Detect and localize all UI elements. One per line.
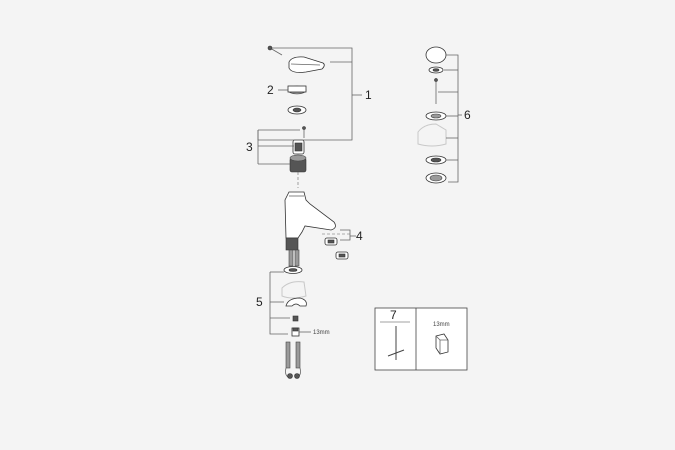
mounting-set bbox=[269, 266, 311, 337]
countertop-ghost bbox=[281, 281, 307, 299]
base-seal-hole bbox=[288, 268, 298, 272]
callout-3-bracket bbox=[257, 129, 300, 165]
cartridge-core bbox=[294, 142, 303, 152]
set-screw bbox=[269, 47, 283, 56]
supply-hoses bbox=[285, 341, 301, 379]
supply-hose-left bbox=[285, 341, 291, 369]
callout-4-label: 4 bbox=[356, 229, 363, 243]
waste-pin-top bbox=[434, 78, 438, 82]
hex-nut-top bbox=[292, 327, 299, 332]
callout-2-label: 2 bbox=[267, 83, 274, 97]
hose-end-left bbox=[287, 373, 293, 379]
supply-hose-right bbox=[295, 341, 301, 369]
hose-nut-dimension: 13mm bbox=[313, 330, 330, 336]
waste-gasket-core bbox=[430, 157, 442, 163]
aerator-insert bbox=[327, 239, 335, 244]
hose-end-right bbox=[294, 373, 300, 379]
threaded-rod-left bbox=[288, 249, 294, 267]
waste-plug-cap bbox=[425, 46, 447, 64]
faucet-base bbox=[285, 237, 299, 251]
set-screw-head bbox=[267, 45, 273, 51]
faucet-body bbox=[284, 191, 336, 267]
aerator-cap-core bbox=[338, 253, 346, 258]
callout-7-label: 7 bbox=[390, 308, 397, 322]
tool-box bbox=[374, 307, 468, 371]
wrench-handle bbox=[387, 349, 405, 357]
callout-5-label: 5 bbox=[256, 295, 263, 309]
callout-1-label: 1 bbox=[365, 88, 372, 102]
callout-3-label: 3 bbox=[246, 140, 253, 154]
tool-dimension: 13mm bbox=[433, 322, 450, 328]
callout-6-label: 6 bbox=[464, 108, 471, 122]
basin-ghost bbox=[417, 123, 447, 147]
waste-seal-core bbox=[432, 68, 440, 72]
handle-cap-body bbox=[287, 85, 307, 93]
small-screw-head bbox=[302, 126, 306, 130]
waste-flange-core bbox=[430, 113, 442, 119]
mounting-nut bbox=[292, 315, 299, 322]
cartridge-body-top bbox=[289, 154, 307, 162]
tool-box-frame bbox=[374, 307, 468, 371]
cartridge-ring-hole bbox=[292, 107, 302, 113]
hex-socket bbox=[435, 333, 449, 355]
waste-body-core bbox=[429, 174, 443, 182]
handle-group bbox=[267, 45, 325, 188]
faucet-spout bbox=[284, 191, 336, 239]
horseshoe-plate bbox=[285, 297, 307, 307]
threaded-rod-right bbox=[294, 249, 300, 267]
waste-assembly bbox=[417, 46, 462, 184]
aerator-group bbox=[322, 229, 356, 260]
lever-handle-edge bbox=[290, 63, 321, 66]
